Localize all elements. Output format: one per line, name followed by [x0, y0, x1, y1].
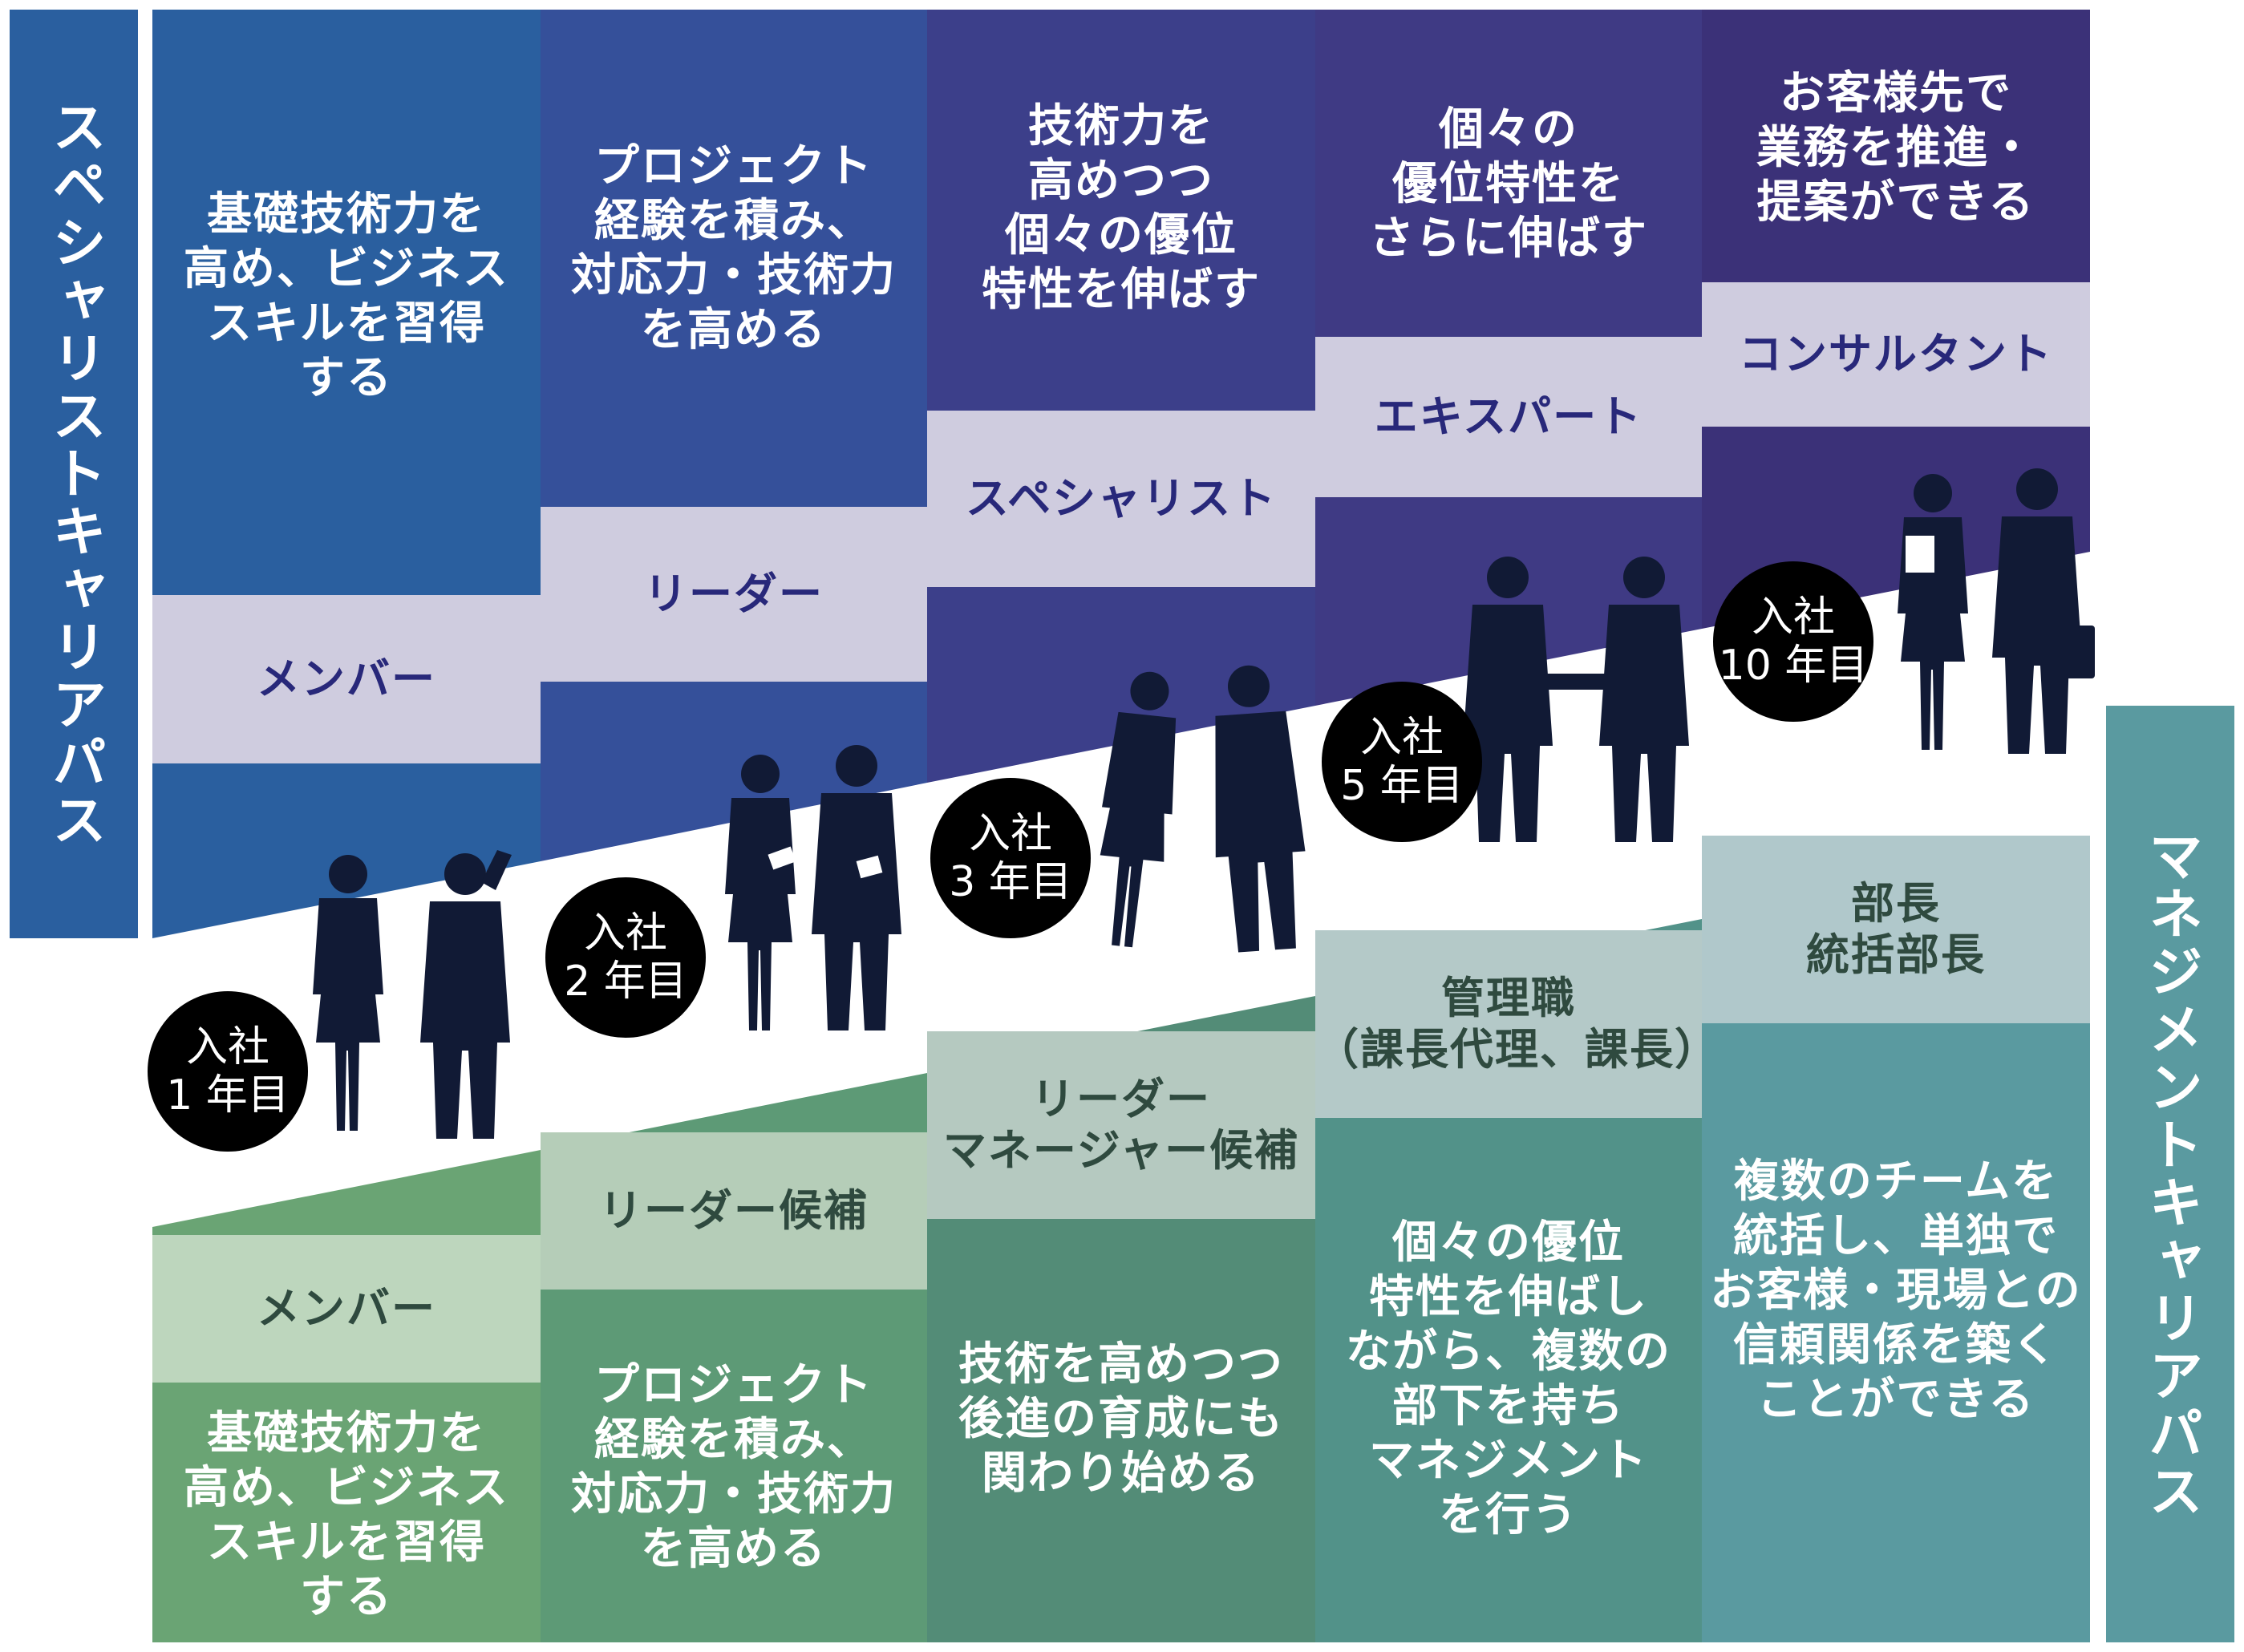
milestone-year-3: 入社 3 年目: [930, 778, 1091, 938]
management-stage-4-title: 管理職 （課長代理、課長）: [1315, 930, 1718, 1118]
handshake: [1540, 674, 1612, 690]
person-man-year-2: [812, 745, 901, 1030]
specialist-career-path-label: スペシャリストキャリアパス: [42, 99, 106, 849]
management-stage-5-title: 部長 統括部長: [1702, 836, 2090, 1023]
specialist-label-bar: スペシャリストキャリアパス: [10, 10, 138, 938]
raised-fist: [481, 850, 512, 890]
specialist-stage-5-title: コンサルタント: [1702, 282, 2090, 427]
person-woman-year-1: [313, 855, 383, 1131]
milestone-year-2-line1: 入社: [583, 909, 667, 958]
person-woman-running: [1088, 668, 1187, 950]
management-label-bar: マネジメントキャリアパス: [2106, 706, 2234, 1642]
management-stage-1-title: メンバー: [152, 1235, 541, 1383]
milestone-year-10-line2: 10 年目: [1718, 642, 1869, 690]
specialist-stage-1-description: 基礎技術力を 高め、ビジネス スキルを習得 する: [184, 188, 509, 404]
milestone-year-5-line2: 5 年目: [1340, 762, 1464, 810]
milestone-year-3-line2: 3 年目: [949, 858, 1072, 906]
person-man-running: [1202, 662, 1312, 954]
specialist-stage-4-title: エキスパート: [1315, 337, 1702, 497]
management-stage-5-bg: [1702, 842, 2090, 1642]
management-stage-1-description: 基礎技術力を 高め、ビジネス スキルを習得 する: [184, 1407, 509, 1623]
specialist-stage-3-bg: [927, 10, 1315, 783]
milestone-year-5: 入社 5 年目: [1322, 682, 1482, 842]
milestone-year-1-line2: 1 年目: [166, 1071, 290, 1120]
management-stage-4-description: 個々の優位 特性を伸ばし ながら、複数の 部下を持ち マネジメント を行う: [1346, 1217, 1671, 1541]
management-stage-3-description: 技術を高めつつ 後進の育成にも 関わり始める: [958, 1338, 1284, 1500]
specialist-stage-3-description: 技術力を 高めつつ 個々の優位 特性を伸ばす: [982, 100, 1261, 316]
specialist-stage-1-title: メンバー: [152, 595, 541, 763]
specialist-stage-2-description: プロジェクト 経験を積み、 対応力・技術力 を高める: [571, 140, 897, 356]
person-woman-year-10: [1898, 474, 1968, 750]
management-stage-2-description: プロジェクト 経験を積み、 対応力・技術力 を高める: [571, 1359, 897, 1575]
milestone-year-3-line1: 入社: [968, 810, 1052, 858]
management-stage-3-title: リーダー マネージャー候補: [927, 1031, 1315, 1219]
management-stage-5-description: 複数のチームを 統括し、単独で お客様・現場との 信頼関係を築く ことができる: [1710, 1156, 2082, 1426]
briefcase: [2060, 626, 2095, 678]
milestone-year-1-line1: 入社: [185, 1023, 269, 1071]
specialist-stage-5-description: お客様先で 業務を推進・ 提案ができる: [1756, 67, 2035, 229]
person-man-handshake-right: [1599, 557, 1689, 842]
person-man-year-1: [420, 853, 510, 1139]
specialist-stage-2-title: リーダー: [541, 507, 927, 682]
person-man-year-10: [1992, 468, 2082, 754]
management-stage-2-title: リーダー候補: [541, 1132, 927, 1290]
milestone-year-2: 入社 2 年目: [545, 877, 706, 1038]
person-woman-year-2: [725, 755, 796, 1030]
specialist-stage-4-description: 個々の 優位特性を さらに伸ばす: [1369, 103, 1648, 265]
milestone-year-1: 入社 1 年目: [148, 991, 308, 1152]
specialist-stage-3-title: スペシャリスト: [927, 411, 1315, 587]
milestone-year-10: 入社 10 年目: [1713, 561, 1873, 722]
milestone-year-5-line1: 入社: [1359, 714, 1444, 762]
management-career-path-label: マネジメントキャリアパス: [2138, 828, 2202, 1520]
person-man-handshake-left: [1463, 557, 1553, 842]
milestone-year-2-line2: 2 年目: [564, 958, 687, 1006]
milestone-year-10-line1: 入社: [1751, 593, 1835, 642]
